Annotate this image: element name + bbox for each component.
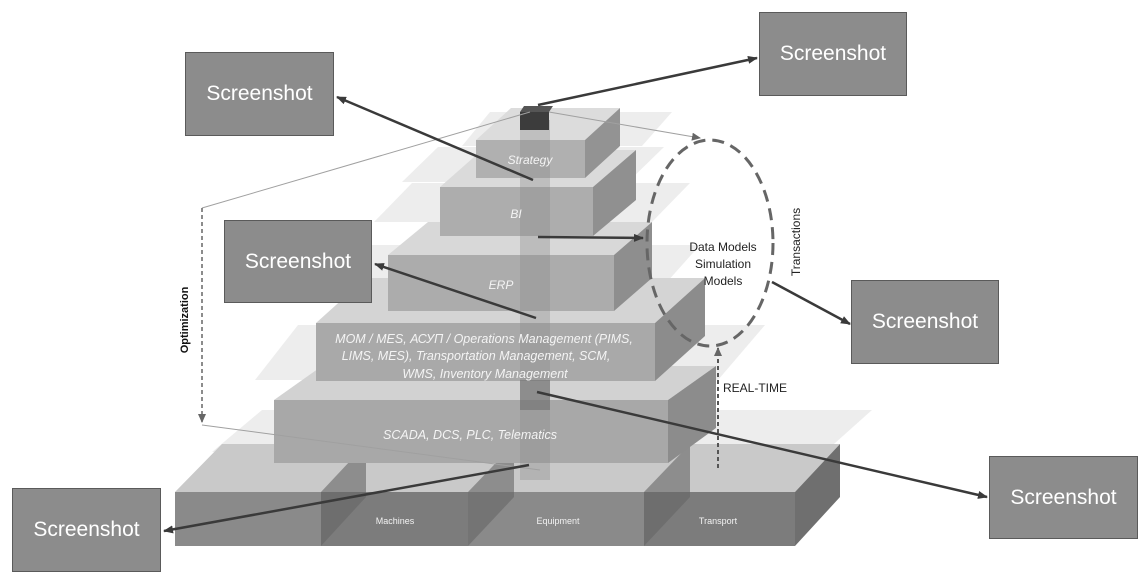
- real-time-label: REAL-TIME: [723, 381, 787, 395]
- screenshot-box-bottom-left: Screenshot: [12, 488, 161, 572]
- arrow-to-mid-right-screenshot: [771, 280, 851, 326]
- screenshot-box-top-left: Screenshot: [185, 52, 334, 136]
- arrow-to-bottom-right-screenshot: [536, 390, 988, 499]
- optimization-label: Optimization: [179, 286, 191, 353]
- screenshot-box-bottom-right: Screenshot: [989, 456, 1138, 539]
- models-text-line1: Data Models: [689, 240, 756, 254]
- bi-label: BI: [510, 207, 522, 221]
- strategy-label: Strategy: [508, 153, 554, 167]
- screenshot-box-mid-left: Screenshot: [224, 220, 372, 303]
- models-text-line3: Models: [704, 274, 743, 288]
- central-column: [520, 106, 553, 480]
- erp-label: ERP: [489, 278, 514, 292]
- arrow-to-bottom-left-screenshot: [163, 463, 530, 534]
- screenshot-box-top-right: Screenshot: [759, 12, 907, 96]
- thin-outline-lines: [201, 111, 701, 471]
- arrow-to-mid-left-screenshot: [374, 262, 537, 320]
- mom-label-line3: WMS, Inventory Management: [402, 367, 568, 381]
- equipment-label: Equipment: [536, 516, 580, 526]
- transactions-label: Transactions: [789, 208, 803, 276]
- arrows: [163, 55, 988, 534]
- arrow-to-models: [537, 233, 644, 242]
- models-dashed-ellipse: [645, 138, 775, 348]
- screenshot-box-mid-right: Screenshot: [851, 280, 999, 364]
- models-text-line2: Simulation: [695, 257, 751, 271]
- mom-label-line1: MOM / MES, АСУП / Operations Management …: [335, 332, 633, 346]
- scada-label: SCADA, DCS, PLC, Telematics: [383, 428, 557, 442]
- arrow-to-top-left-screenshot: [336, 95, 534, 182]
- mom-label-line2: LIMS, MES), Transportation Management, S…: [342, 349, 611, 363]
- transport-label: Transport: [699, 516, 738, 526]
- arrow-to-top-right-screenshot: [537, 55, 758, 107]
- machines-label: Machines: [376, 516, 415, 526]
